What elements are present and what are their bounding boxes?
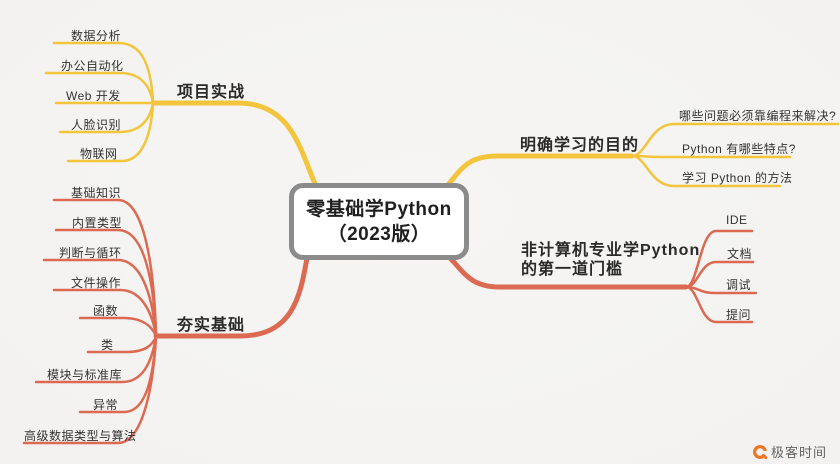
connector-advanced-types xyxy=(22,335,158,445)
child-topic-face-recognition[interactable]: 人脸识别 xyxy=(71,118,122,132)
geektime-logo-icon xyxy=(752,444,768,459)
child-topic-docs[interactable]: 文档 xyxy=(727,247,753,261)
connector-data-analysis xyxy=(52,41,155,105)
branch-topic-project-practice[interactable]: 项目实战 xyxy=(177,84,246,101)
child-topic-basics[interactable]: 基础知识 xyxy=(71,186,122,200)
child-topic-iot[interactable]: 物联网 xyxy=(80,147,118,161)
child-topic-file-ops[interactable]: 文件操作 xyxy=(71,276,122,290)
connector-functions xyxy=(78,316,158,338)
child-topic-learning-method[interactable]: 学习 Python 的方法 xyxy=(682,171,793,185)
child-topic-condition-loop[interactable]: 判断与循环 xyxy=(59,246,122,260)
connector-ask xyxy=(684,285,754,324)
branch-line-first-threshold xyxy=(447,255,689,290)
branch-topic-learning-goal[interactable]: 明确学习的目的 xyxy=(520,137,640,154)
child-topic-modules[interactable]: 模块与标准库 xyxy=(47,368,123,382)
watermark-brand-text: 极客时间 xyxy=(771,445,828,460)
child-topic-web-dev[interactable]: Web 开发 xyxy=(66,89,121,103)
child-topic-exceptions[interactable]: 异常 xyxy=(93,398,119,412)
child-topic-which-problems[interactable]: 哪些问题必须靠编程来解决? xyxy=(679,109,837,123)
branch-topic-first-threshold-line2: 的第一道门槛 xyxy=(521,261,624,278)
branch-topic-solid-foundation[interactable]: 夯实基础 xyxy=(177,317,246,334)
connector-office-automation xyxy=(44,71,155,105)
child-topic-ide[interactable]: IDE xyxy=(726,213,748,227)
child-topic-office-automation[interactable]: 办公自动化 xyxy=(61,59,124,73)
branch-line-project-practice xyxy=(150,100,319,189)
branch-line-learning-goal xyxy=(445,153,635,188)
child-topic-builtin-types[interactable]: 内置类型 xyxy=(72,216,123,230)
watermark[interactable]: 极客时间 xyxy=(752,442,827,461)
child-topic-advanced-types[interactable]: 高级数据类型与算法 xyxy=(24,429,137,443)
connector-builtin-types xyxy=(54,228,158,336)
connector-learning-method xyxy=(630,154,782,188)
connector-file-ops xyxy=(52,288,158,337)
branch-topic-first-threshold[interactable]: 非计算机专业学Python 的第一道门槛 xyxy=(521,241,700,279)
child-topic-classes[interactable]: 类 xyxy=(101,338,114,352)
central-topic-line1: 零基础学Python xyxy=(306,198,452,220)
connector-iot xyxy=(66,101,155,163)
connector-condition-loop xyxy=(42,258,158,337)
child-topic-functions[interactable]: 函数 xyxy=(93,304,119,318)
child-topic-python-features[interactable]: Python 有哪些特点? xyxy=(682,142,796,156)
child-topic-debug[interactable]: 调试 xyxy=(726,278,752,292)
child-topic-data-analysis[interactable]: 数据分析 xyxy=(71,29,122,43)
central-topic-line2: （2023版） xyxy=(327,223,431,245)
branch-topic-first-threshold-line1: 非计算机专业学Python xyxy=(521,242,701,259)
connector-classes xyxy=(86,335,158,354)
branch-line-solid-foundation xyxy=(153,255,310,339)
child-topic-ask[interactable]: 提问 xyxy=(726,308,752,322)
central-topic[interactable]: 零基础学Python （2023版） xyxy=(289,183,469,260)
